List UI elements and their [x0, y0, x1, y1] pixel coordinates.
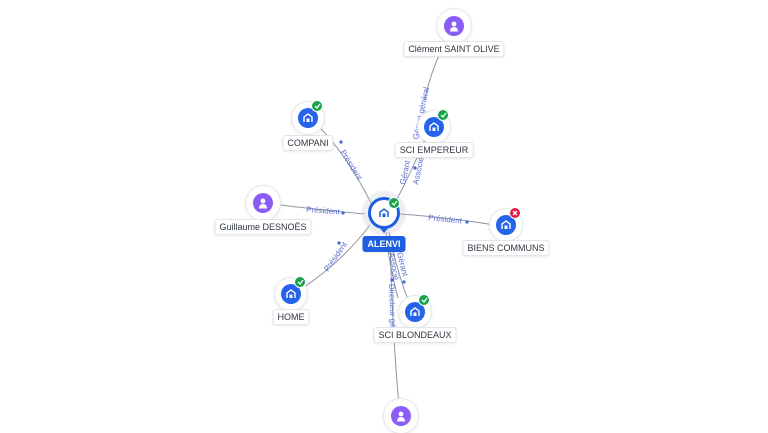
edge-compani-alenvi: [309, 117, 373, 206]
focus-label[interactable]: ALENVI: [362, 236, 406, 252]
edge-arrow: [402, 280, 406, 284]
edge-label-bottom-blondeaux: Directeur gé: [387, 284, 398, 328]
edge-arrow: [390, 278, 394, 282]
check-badge-icon: [311, 100, 323, 112]
pin-tail: [378, 226, 390, 233]
edge-arrow: [337, 241, 341, 245]
edge-label-compani: Président: [338, 148, 364, 182]
check-badge-icon: [437, 109, 449, 121]
edge-arrow: [341, 211, 345, 215]
node-label[interactable]: SCI EMPEREUR: [394, 142, 474, 158]
user-icon: [444, 16, 464, 36]
edge-arrow: [465, 220, 469, 224]
node-label[interactable]: Guillaume DESNOËS: [214, 219, 312, 235]
node-label[interactable]: SCI BLONDEAUX: [373, 327, 457, 343]
node-label[interactable]: Clément SAINT OLIVE: [403, 41, 505, 57]
node-label[interactable]: COMPANI: [282, 135, 334, 151]
cross-badge-icon: [509, 207, 521, 219]
edge-arrow: [413, 166, 417, 170]
check-badge-icon: [418, 294, 430, 306]
edge-arrow: [339, 140, 343, 144]
check-badge-icon: [294, 276, 306, 288]
edge-label-biens-communs: Président: [428, 213, 463, 226]
user-icon: [391, 406, 411, 426]
building-icon: [281, 284, 301, 304]
building-icon: [298, 108, 318, 128]
node-label[interactable]: BIENS COMMUNS: [462, 240, 550, 256]
edge-label-home: Président: [322, 240, 349, 273]
edge-label-guillaume: Président: [306, 205, 341, 216]
check-badge-icon: [388, 197, 400, 209]
edge-label-empereur-2: Associé: [411, 156, 426, 186]
building-icon: [424, 117, 444, 137]
node-label[interactable]: HOME: [272, 309, 310, 325]
building-icon: [405, 302, 425, 322]
building-icon: [368, 197, 400, 229]
edge-bottom-person-alenvi: [389, 234, 400, 406]
user-icon: [253, 193, 273, 213]
building-icon: [496, 215, 516, 235]
